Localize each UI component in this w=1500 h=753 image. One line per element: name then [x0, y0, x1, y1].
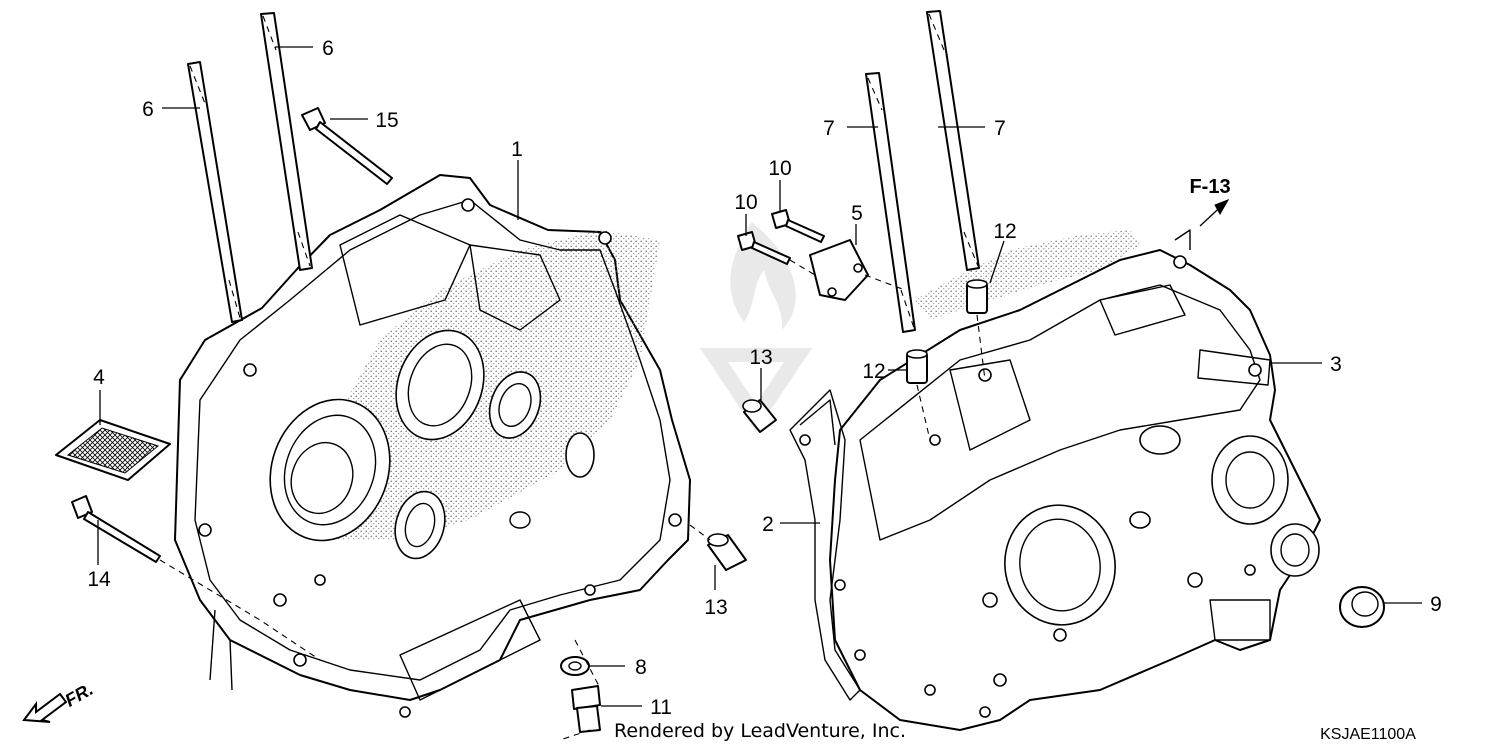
callout-12a: 12: [993, 220, 1016, 243]
left-crankcase-half: [174, 174, 691, 718]
callouts: 1 2 3 4 5 6 6 7 7 8 9 10 10 11 12 12 13 …: [87, 37, 1442, 719]
callout-2: 2: [762, 513, 774, 536]
callout-8: 8: [635, 656, 647, 679]
callout-10b: 10: [734, 191, 757, 214]
callout-3: 3: [1330, 353, 1342, 376]
diagram-code: KSJAE1100A: [1320, 726, 1416, 743]
cross-reference-label[interactable]: F-13: [1189, 176, 1230, 198]
callout-15: 15: [375, 109, 398, 132]
crankcase-gasket: [789, 389, 861, 701]
callout-9: 9: [1430, 593, 1442, 616]
callout-6a: 6: [322, 37, 334, 60]
front-arrow-icon: [22, 692, 68, 723]
leader-lines: [97, 46, 1422, 707]
callout-5: 5: [851, 202, 863, 225]
callout-7a: 7: [823, 117, 835, 140]
callout-12b: 12: [862, 360, 885, 383]
callout-4: 4: [93, 366, 105, 389]
callout-1: 1: [511, 138, 523, 161]
credit-line: Rendered by LeadVenture, Inc.: [614, 720, 906, 742]
callout-14: 14: [87, 568, 111, 591]
front-label: FR.: [61, 679, 96, 711]
callout-6b: 6: [142, 98, 154, 121]
stud-bolts: [187, 10, 980, 333]
arrow-up-right-icon: [1214, 199, 1230, 216]
callout-13b: 13: [704, 596, 727, 619]
callout-11: 11: [650, 696, 672, 719]
callout-13a: 13: [749, 346, 772, 369]
small-parts: [55, 107, 1385, 741]
callout-7b: 7: [994, 117, 1006, 140]
front-direction-marker: FR.: [22, 679, 97, 723]
callout-10a: 10: [768, 157, 791, 180]
